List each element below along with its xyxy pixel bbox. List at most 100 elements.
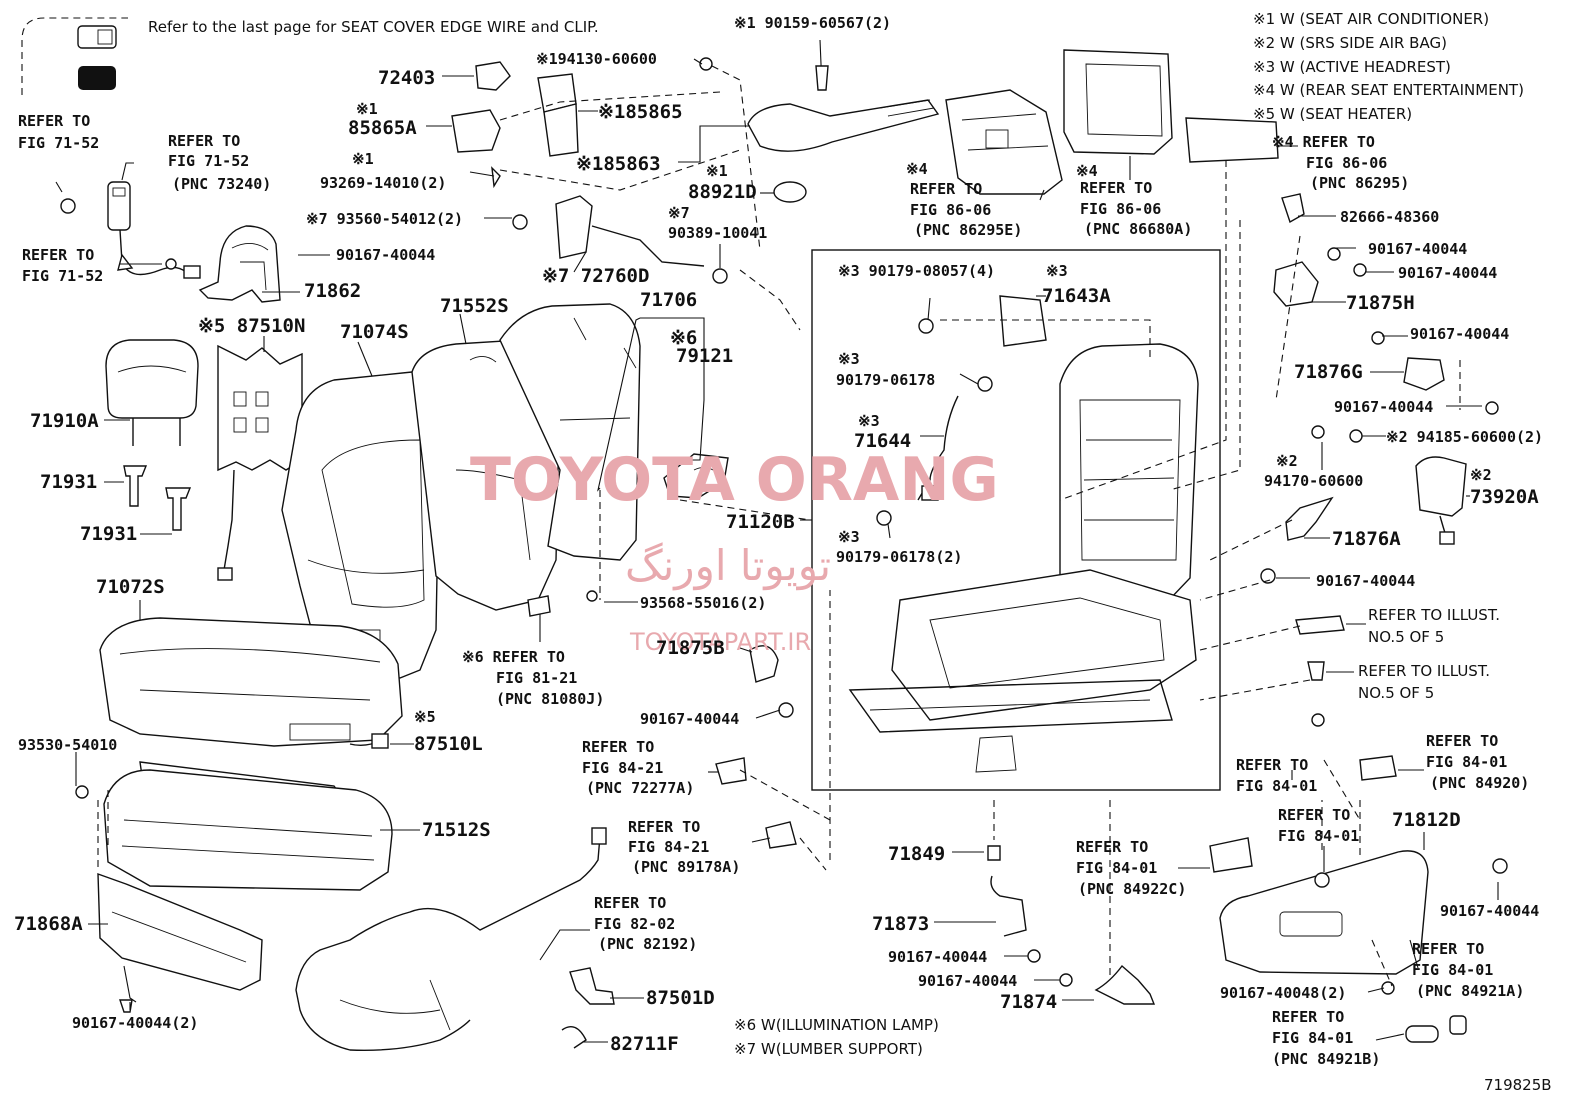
lumbar-support-parts <box>512 195 728 284</box>
part-label: 71706 <box>640 289 697 311</box>
seat-cushion-shield-part <box>97 872 263 1013</box>
part-label: ※1 90159-60567(2) <box>734 14 891 32</box>
part-label: (PNC 72277A) <box>586 779 694 797</box>
part-label: REFER TO <box>1426 732 1498 750</box>
seat-belt-buckle-part <box>55 181 201 279</box>
part-label: ※1 <box>706 162 728 180</box>
part-label: ※185865 <box>598 101 683 123</box>
part-label: 90167-40044 <box>1410 325 1509 343</box>
part-label: REFER TO <box>1278 806 1350 824</box>
seat-cushion-cover-part <box>99 617 403 749</box>
part-label: 90179-06178 <box>836 371 935 389</box>
watermark-persian: تویوتا اورنگ <box>625 541 831 590</box>
part-label: 71644 <box>854 430 911 452</box>
part-label: (PNC 86295) <box>1310 174 1409 192</box>
part-label: FIG 86-06 <box>1080 200 1161 218</box>
part-label: ※185863 <box>576 153 661 175</box>
side-shield-part <box>1209 713 1508 1043</box>
part-label: 71910A <box>30 410 99 432</box>
part-label: 85865A <box>348 117 417 139</box>
part-label: (PNC 84920) <box>1430 774 1529 792</box>
edge-wire-icon <box>77 25 117 49</box>
part-label: ※2 <box>1470 466 1492 484</box>
part-label: 90167-40044 <box>918 972 1017 990</box>
clip-icon <box>78 66 116 90</box>
footer-note: ※7 W(LUMBER SUPPORT) <box>734 1040 923 1058</box>
part-label: 71868A <box>14 913 83 935</box>
part-label: ※2 94185-60600(2) <box>1386 428 1543 446</box>
side-brackets-part <box>1260 496 1345 681</box>
part-label: REFER TO <box>22 246 94 264</box>
part-label: REFER TO ILLUST. <box>1358 662 1490 680</box>
seat-frame-assembly-part <box>848 295 1199 773</box>
part-label: 94170-60600 <box>1264 472 1363 490</box>
part-label: FIG 84-21 <box>582 759 663 777</box>
part-label: 71874 <box>1000 991 1057 1013</box>
header-note: Refer to the last page for SEAT COVER ED… <box>148 18 599 36</box>
part-label: 90167-40044 <box>640 710 739 728</box>
ventilation-fan-parts <box>451 57 713 189</box>
part-label: (PNC 86680A) <box>1084 220 1192 238</box>
part-label: REFER TO <box>18 112 90 130</box>
part-label: FIG 71-52 <box>18 134 99 152</box>
part-label: (PNC 73240) <box>172 175 271 193</box>
part-label: 79121 <box>676 345 733 367</box>
part-label: 88921D <box>688 181 757 203</box>
part-label: 71862 <box>304 280 361 302</box>
rse-monitor-part <box>1063 49 1173 155</box>
legend: ※1 W (SEAT AIR CONDITIONER) ※2 W (SRS SI… <box>1253 10 1524 123</box>
part-label: 90167-40044(2) <box>72 1014 198 1032</box>
part-label: ※6 REFER TO <box>462 648 565 666</box>
callout-labels: ※1 90159-60567(2) 72403 ※194130-60600 ※1… <box>14 14 1543 1068</box>
part-label: 93530-54010 <box>18 736 117 754</box>
part-label: 90167-40044 <box>1334 398 1433 416</box>
part-label: ※4 <box>1076 162 1098 180</box>
footer-note: ※6 W(ILLUMINATION LAMP) <box>734 1016 939 1034</box>
part-label: REFER TO <box>910 180 982 198</box>
part-label: 90167-40044 <box>1398 264 1497 282</box>
seat-heater-back-part <box>217 344 303 581</box>
part-label: REFER TO <box>1412 940 1484 958</box>
part-label: FIG 82-02 <box>594 915 675 933</box>
part-label: 90167-40044 <box>888 948 987 966</box>
part-label: REFER TO <box>582 738 654 756</box>
part-label: ※3 <box>838 528 860 546</box>
part-label: 71552S <box>440 295 509 317</box>
part-label: 82666-48360 <box>1340 208 1439 226</box>
part-label: NO.5 OF 5 <box>1358 684 1434 702</box>
part-label: FIG 81-21 <box>496 669 577 687</box>
part-label: 71074S <box>340 321 409 343</box>
part-label: 90179-06178(2) <box>836 548 962 566</box>
part-label: ※4 <box>906 160 928 178</box>
part-label: ※1 <box>356 100 378 118</box>
part-label: ※4 REFER TO <box>1272 133 1375 151</box>
drawing-id: 719825B <box>1484 1076 1552 1094</box>
watermark-site: TOYOTAPART.IR <box>629 628 811 656</box>
header-legend-box <box>21 17 128 95</box>
part-label: (PNC 86295E) <box>914 221 1022 239</box>
part-label: 71876A <box>1332 528 1401 550</box>
part-label: REFER TO <box>628 818 700 836</box>
part-label: 71643A <box>1042 285 1111 307</box>
part-label: ※5 87510N <box>198 315 305 337</box>
part-label: ※2 <box>1276 452 1298 470</box>
part-label: ※5 <box>414 708 436 726</box>
misc-fasteners <box>75 590 598 799</box>
part-label: (PNC 84921A) <box>1416 982 1524 1000</box>
part-label: REFER TO <box>1272 1008 1344 1026</box>
dashed-guides <box>97 65 1461 987</box>
part-label: REFER TO <box>594 894 666 912</box>
part-label: FIG 84-01 <box>1236 777 1317 795</box>
cap-88921d <box>773 181 807 203</box>
part-label: 71873 <box>872 913 929 935</box>
part-label: FIG 84-21 <box>628 838 709 856</box>
part-label: (PNC 82192) <box>598 935 697 953</box>
part-label: FIG 84-01 <box>1426 753 1507 771</box>
part-label: FIG 84-01 <box>1076 859 1157 877</box>
part-label: ※7 72760D <box>542 265 649 287</box>
headrest-part <box>105 339 199 446</box>
part-label: 90167-40044 <box>1316 572 1415 590</box>
legend-item: ※2 W (SRS SIDE AIR BAG) <box>1253 34 1447 52</box>
part-label: 90167-40044 <box>1368 240 1467 258</box>
